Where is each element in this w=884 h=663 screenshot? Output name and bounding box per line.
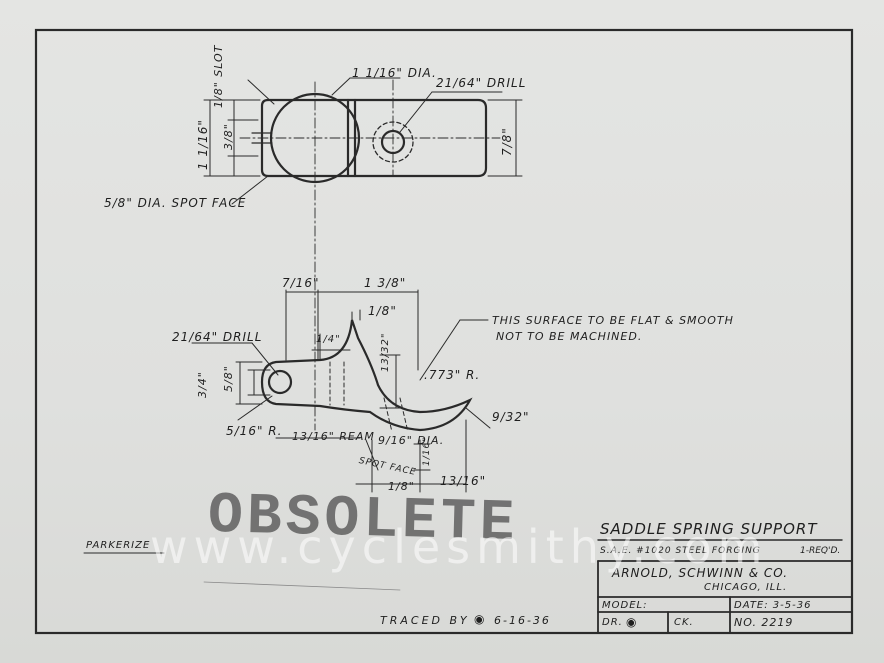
material-spec: S.A.E. #1020 STEEL FORGING [600,546,761,556]
dim-left-5-8: 5/8" [222,365,235,392]
dim-9-16-dia: 9/16" DIA. [378,434,445,447]
drawing-date: DATE: 3-5-36 [734,600,812,611]
dim-1-8-bottom: 1/8" [388,480,415,493]
dim-13-16-ream: 13/16" REAM [292,430,375,443]
dim-5-16-r: 5/16" R. [226,424,283,438]
front-view-dimension-lines [191,289,491,493]
dim-13-32: 13/32" [380,332,391,372]
surface-note-line-1: THIS SURFACE TO BE FLAT & SMOOTH [492,314,734,327]
dim-7-8-right: 7/8" [500,127,514,156]
dim-13-16-bottom: 13/16" [440,474,487,488]
traced-by-label: TRACED BY [380,614,470,627]
dim-1-3-8: 1 3/8" [364,276,407,290]
dim-spot-face-5-8: 5/8" DIA. SPOT FACE [104,196,247,210]
top-view-centerlines [239,79,501,431]
checked-label: CK. [674,617,694,628]
front-view-part [260,319,473,432]
dim-left-1-1-16: 1 1/16" [196,119,210,170]
finish-note: PARKERIZE [86,540,151,551]
drawn-by-label: DR. [602,617,623,628]
drawing-border [34,28,854,635]
traced-initials-mark: ◉ [474,612,486,626]
dim-left-3-8: 3/8" [222,123,235,150]
site-watermark: www.cyclesmithy.com [150,520,769,574]
dim-1-1-16-dia: 1 1/16" DIA. [352,66,437,80]
dim-1-8: 1/8" [368,304,397,318]
company-city: CHICAGO, ILL. [704,582,788,593]
dim-9-32: 9/32" [492,410,530,424]
front-view-hidden [329,361,409,433]
dim-slot: 1/8" SLOT [212,44,225,108]
dim-left-3-4: 3/4" [196,371,209,398]
dim-radius-773: .773" R. [424,368,481,382]
dim-7-16: 7/16" [282,276,320,290]
quantity: 1-REQ'D. [800,546,841,556]
surface-note-line-2: NOT TO BE MACHINED. [496,330,643,343]
traced-date: 6-16-36 [494,614,551,627]
dim-drill-21-64-front: 21/64" DRILL [172,330,263,344]
company-name: ARNOLD, SCHWINN & CO. [612,566,789,580]
dim-drill-21-64-top: 21/64" DRILL [436,76,527,90]
part-name: SADDLE SPRING SUPPORT [600,520,818,538]
model-label: MODEL: [602,600,648,611]
faint-line [203,581,401,591]
dim-1-16-small: 1/16" [422,436,432,466]
title-block-lines [597,560,853,634]
top-view-dimension-lines [203,77,523,205]
drawing-number: NO. 2219 [734,616,794,629]
dim-quarter: 1/4" [316,334,341,345]
drawn-by-initials-mark: ◉ [626,615,638,629]
